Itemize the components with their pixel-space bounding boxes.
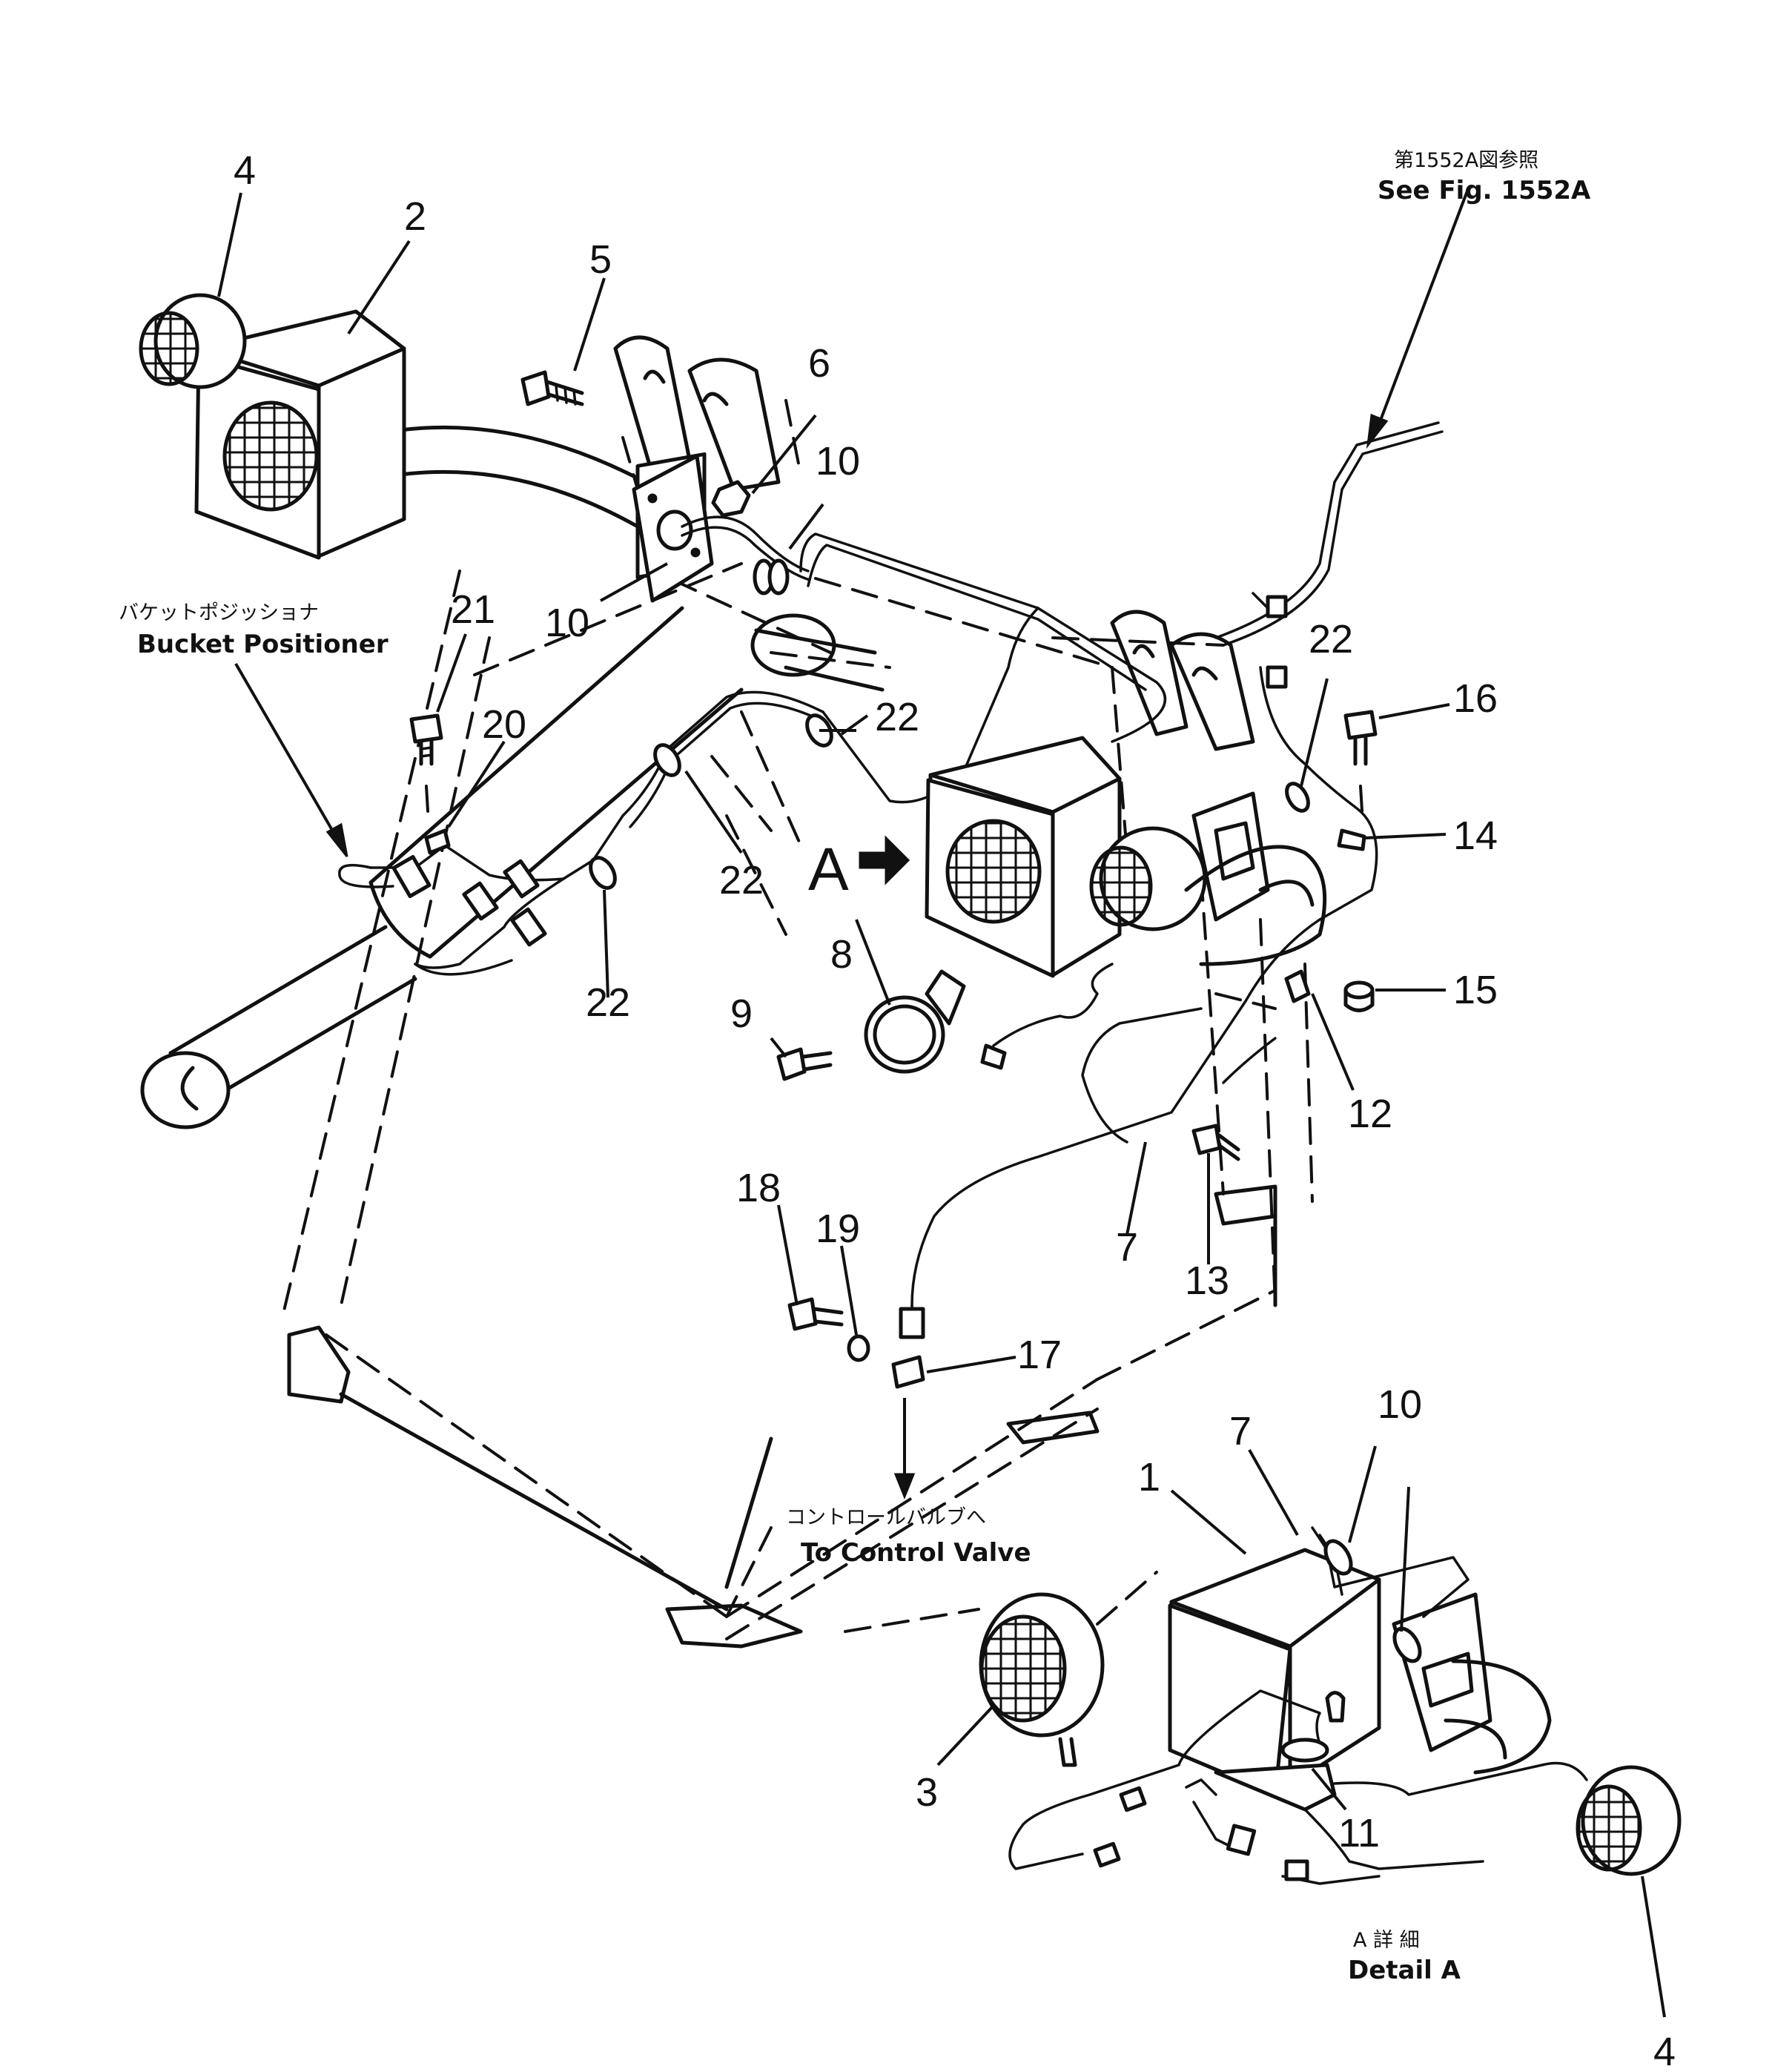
work-lamp-center: [925, 736, 1327, 978]
arrow-see-fig-icon: [1366, 413, 1389, 449]
horn-8: [864, 969, 1007, 1074]
lamp-2-housing: [194, 309, 406, 560]
bolt-16: [1343, 710, 1378, 825]
lamp-4-top: [139, 293, 247, 389]
spacer-15: [1343, 980, 1375, 1012]
callout-20: 20: [482, 702, 526, 747]
lamp-3: [979, 1592, 1105, 1767]
bucket-positioner-caption-en: Bucket Positioner: [137, 630, 389, 659]
callout-4-bottom: 4: [1653, 2030, 1676, 2072]
callout-13: 13: [1185, 1258, 1229, 1303]
callout-21: 21: [451, 587, 495, 632]
bolt-9: [776, 1047, 833, 1081]
see-fig-caption-en: See Fig. 1552A: [1378, 176, 1591, 205]
detail-a-view: [979, 1526, 1682, 1885]
callout-7-detail: 7: [1229, 1409, 1252, 1454]
view-a-marker: A: [808, 835, 910, 903]
callout-14: 14: [1453, 814, 1498, 858]
clip-17: [891, 1355, 925, 1389]
washer-19: [847, 1334, 870, 1362]
nut-6: [711, 480, 751, 518]
mounting-plate-left: [632, 454, 714, 603]
callout-22-a: 22: [875, 695, 919, 739]
bolt-21: [409, 713, 443, 825]
callout-10-top: 10: [816, 439, 860, 484]
detail-caption-jp: A 詳 細: [1353, 1929, 1420, 1952]
callout-22-b: 22: [719, 858, 764, 903]
control-valve-caption-jp: コントロールバルブへ: [786, 1506, 986, 1529]
bolt-18: [787, 1297, 844, 1331]
captions: 第1552A図参照 See Fig. 1552A バケットポジッショナ Buck…: [119, 149, 1591, 1985]
callout-8: 8: [830, 932, 853, 977]
callout-2: 2: [404, 194, 426, 239]
callout-3: 3: [916, 1770, 938, 1815]
callout-10-left: 10: [545, 601, 589, 645]
callout-17: 17: [1017, 1333, 1062, 1377]
callout-7-main: 7: [1116, 1225, 1138, 1270]
work-lamp-2: [139, 293, 707, 579]
callout-22-d: 22: [1309, 617, 1353, 661]
callout-11: 11: [1338, 1811, 1380, 1855]
bolt-13: [1191, 1124, 1240, 1161]
bucket-positioner-caption-jp: バケットポジッショナ: [119, 601, 319, 624]
tilt-cylinder: [140, 606, 885, 1129]
clip-20: [424, 828, 451, 855]
callout-9: 9: [730, 992, 753, 1036]
callout-16: 16: [1453, 676, 1498, 721]
bolt-5: [520, 370, 584, 406]
callout-10-detail: 10: [1378, 1382, 1422, 1427]
lamp-4-detail: [1576, 1765, 1682, 1876]
see-fig-caption-jp: 第1552A図参照: [1394, 149, 1538, 172]
loader-frame-outline: [280, 399, 1314, 1649]
callout-4-top: 4: [234, 148, 256, 193]
callout-18: 18: [736, 1166, 781, 1210]
detail-caption-en: Detail A: [1348, 1956, 1461, 1985]
callout-6: 6: [808, 341, 830, 386]
leader-lines: [217, 188, 1666, 2018]
callout-1: 1: [1138, 1455, 1160, 1499]
control-valve-caption-en: To Control Valve: [801, 1538, 1031, 1568]
callout-numbers: 4 2 5 6 10 10 21 20 22 22 22 22 9 8 16 1…: [234, 148, 1676, 2072]
arrow-bucket-positioner-icon: [325, 822, 348, 857]
callout-5: 5: [589, 237, 612, 282]
callout-19: 19: [816, 1207, 860, 1251]
hardware-parts: [409, 370, 1378, 1389]
view-marker-letter: A: [808, 836, 849, 903]
view-arrow-icon: [859, 835, 910, 885]
harness-clamps: [589, 558, 1366, 1003]
boom-pin-bosses: [613, 335, 1255, 751]
callout-15: 15: [1453, 968, 1498, 1012]
callout-22-c: 22: [586, 980, 630, 1025]
arrow-control-valve-icon: [893, 1473, 916, 1500]
callout-12: 12: [1348, 1092, 1392, 1136]
